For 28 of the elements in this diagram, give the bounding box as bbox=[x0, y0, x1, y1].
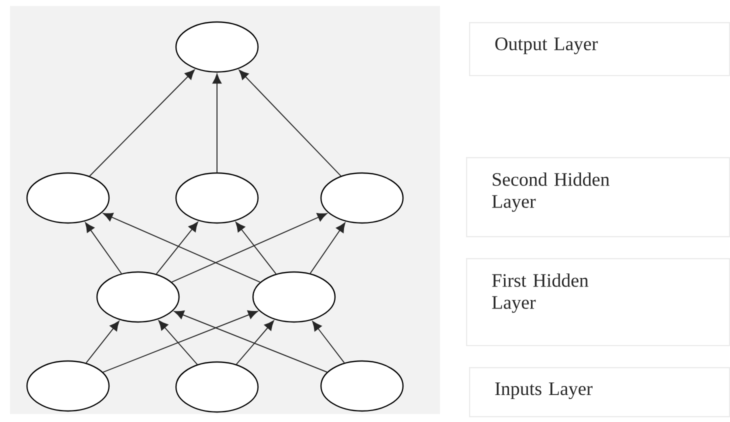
arrow bbox=[310, 222, 346, 274]
arrow bbox=[89, 70, 195, 177]
neuron-circle bbox=[96, 271, 180, 323]
arrow bbox=[312, 321, 345, 364]
neuron-circle bbox=[175, 361, 259, 413]
arrow bbox=[212, 74, 222, 173]
neuron-circle bbox=[26, 172, 110, 224]
layer-label-box: Inputs Layer bbox=[469, 366, 730, 418]
arrow bbox=[85, 222, 122, 274]
arrow bbox=[86, 320, 120, 364]
neuron-circle bbox=[175, 172, 259, 224]
arrow bbox=[238, 70, 342, 176]
arrow bbox=[102, 310, 258, 373]
neuron-circle bbox=[175, 21, 259, 73]
arrow bbox=[156, 222, 198, 275]
arrow bbox=[171, 212, 328, 283]
layer-label-box: First Hidden Layer bbox=[466, 258, 730, 346]
layer-label-box: Second Hidden Layer bbox=[466, 157, 730, 238]
arrow bbox=[174, 310, 328, 373]
arrow bbox=[236, 222, 277, 274]
arrow bbox=[158, 320, 198, 365]
neuron-circle bbox=[26, 360, 110, 412]
neuron-circle bbox=[320, 360, 404, 412]
neuron-circle bbox=[320, 172, 404, 224]
arrow bbox=[236, 320, 274, 365]
neuron-circle bbox=[252, 271, 336, 323]
arrow bbox=[102, 212, 261, 283]
layer-label-box: Output Layer bbox=[469, 22, 730, 76]
